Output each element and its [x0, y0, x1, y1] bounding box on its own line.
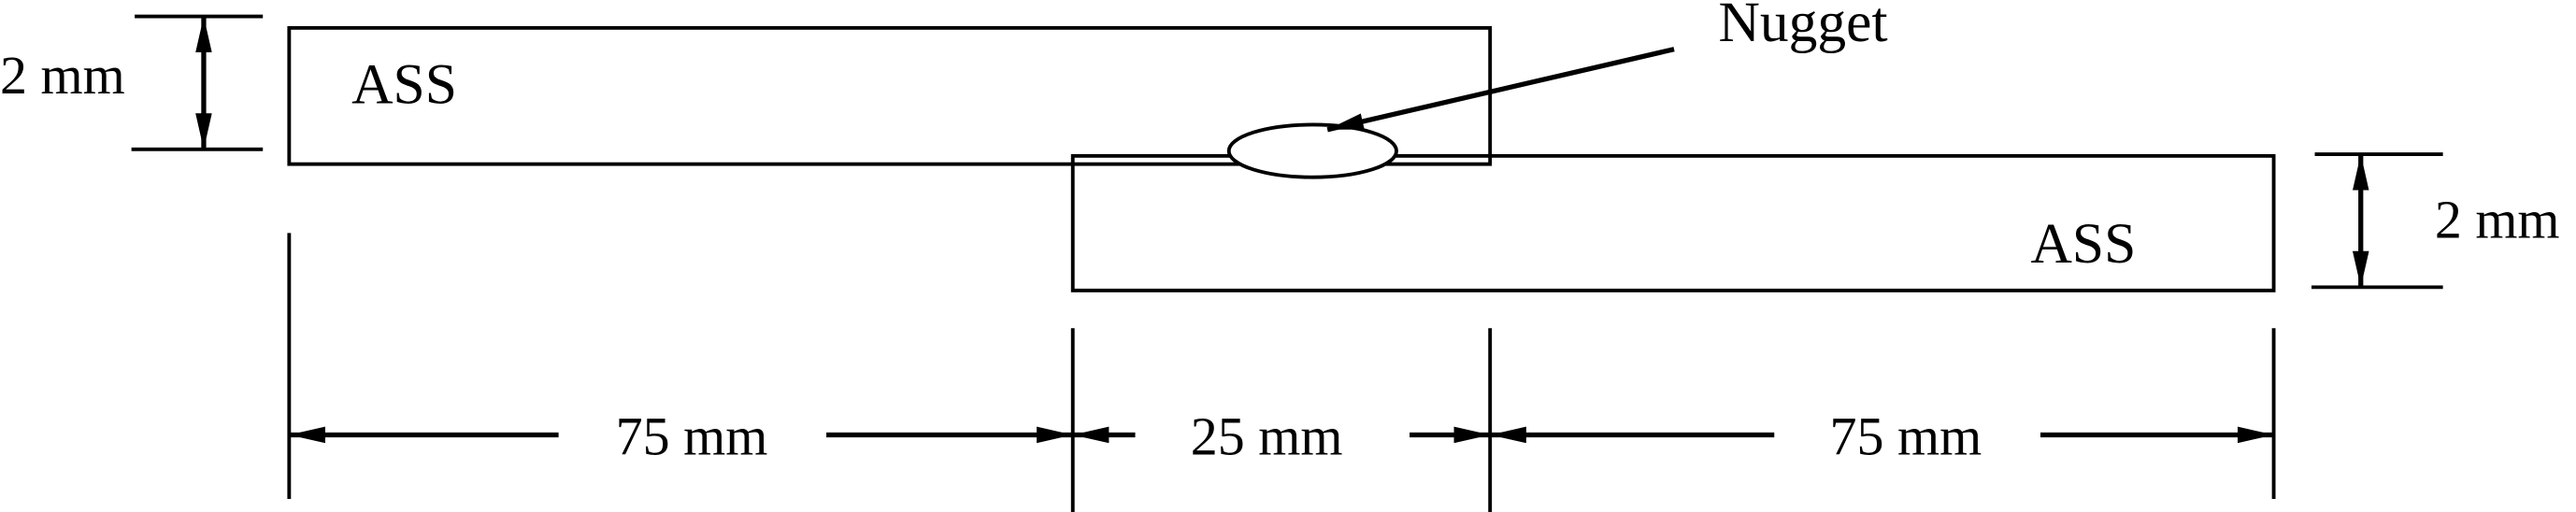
nugget-leader-arrow [1326, 47, 1675, 133]
length-right-label: 75 mm [1830, 406, 1982, 467]
top-sheet-label: ASS [351, 53, 457, 117]
nugget-label: Nugget [1719, 0, 1888, 54]
bottom-sheet-label: ASS [2030, 212, 2136, 276]
thickness-top-label: 2 mm [0, 45, 125, 106]
overlap-label: 25 mm [1191, 406, 1343, 467]
weld-nugget [1226, 122, 1398, 179]
thickness-bottom-label: 2 mm [2435, 190, 2560, 250]
length-left-label: 75 mm [616, 406, 768, 467]
top-sheet [287, 25, 1493, 166]
bottom-sheet [1070, 153, 2276, 292]
